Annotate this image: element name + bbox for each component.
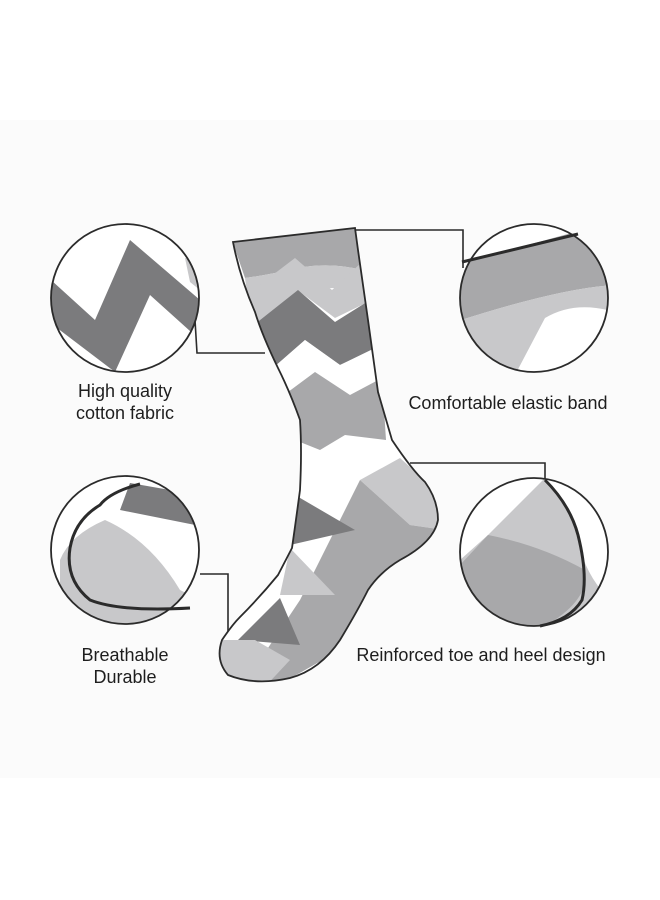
feature-label-elastic-band: Comfortable elastic band	[408, 393, 608, 413]
elastic-band-closeup-icon	[459, 223, 609, 373]
toe-closeup-icon	[50, 475, 200, 625]
feature-label-cotton: High quality cotton fabric	[75, 381, 175, 423]
feature-label-breathable: Breathable Durable	[81, 645, 169, 687]
cotton-fabric-closeup-icon	[50, 223, 200, 373]
sock-illustration	[218, 227, 439, 683]
feature-label-reinforced: Reinforced toe and heel design	[356, 645, 606, 665]
heel-closeup-icon	[459, 477, 609, 628]
connector-lines	[194, 229, 546, 646]
